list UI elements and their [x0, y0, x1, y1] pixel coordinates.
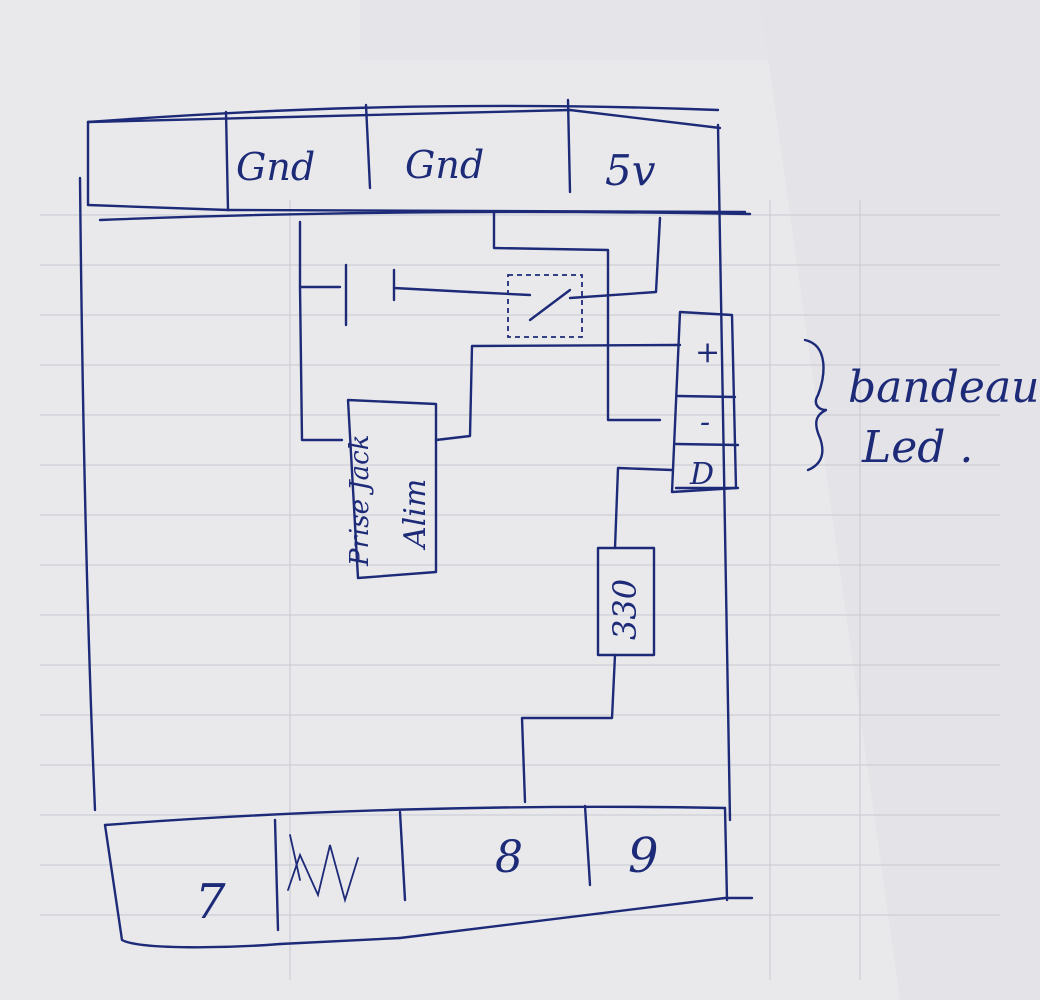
led-pin-minus: -	[700, 405, 710, 440]
led-strip-connector	[670, 310, 740, 494]
jack-label-line2: Alim	[398, 479, 433, 551]
led-pin-data: D	[689, 457, 714, 492]
footer-pin-9: 9	[628, 828, 659, 884]
led-pin-plus: +	[695, 335, 720, 370]
battery-symbol	[344, 263, 472, 327]
scribble-mark	[287, 834, 359, 904]
header-connector	[86, 98, 752, 222]
switch-symbol	[468, 210, 662, 422]
footer-pin-7: 7	[195, 874, 226, 930]
ground-wire	[298, 220, 344, 442]
header-pin-5v: 5v	[605, 146, 656, 195]
data-wire	[520, 466, 674, 804]
led-brace	[803, 338, 828, 472]
resistor-value: 330	[606, 579, 644, 640]
jack-connector	[346, 343, 677, 580]
led-strip-label-line2: Led .	[861, 422, 973, 473]
jack-label-line1: Prise Jack	[345, 435, 375, 567]
footer-pin-8: 8	[495, 832, 523, 883]
header-pin-gnd-1: Gnd	[236, 145, 315, 189]
led-strip-label-line1: bandeau	[848, 362, 1040, 413]
footer-connector	[103, 804, 754, 949]
header-pin-gnd-2: Gnd	[405, 143, 484, 187]
